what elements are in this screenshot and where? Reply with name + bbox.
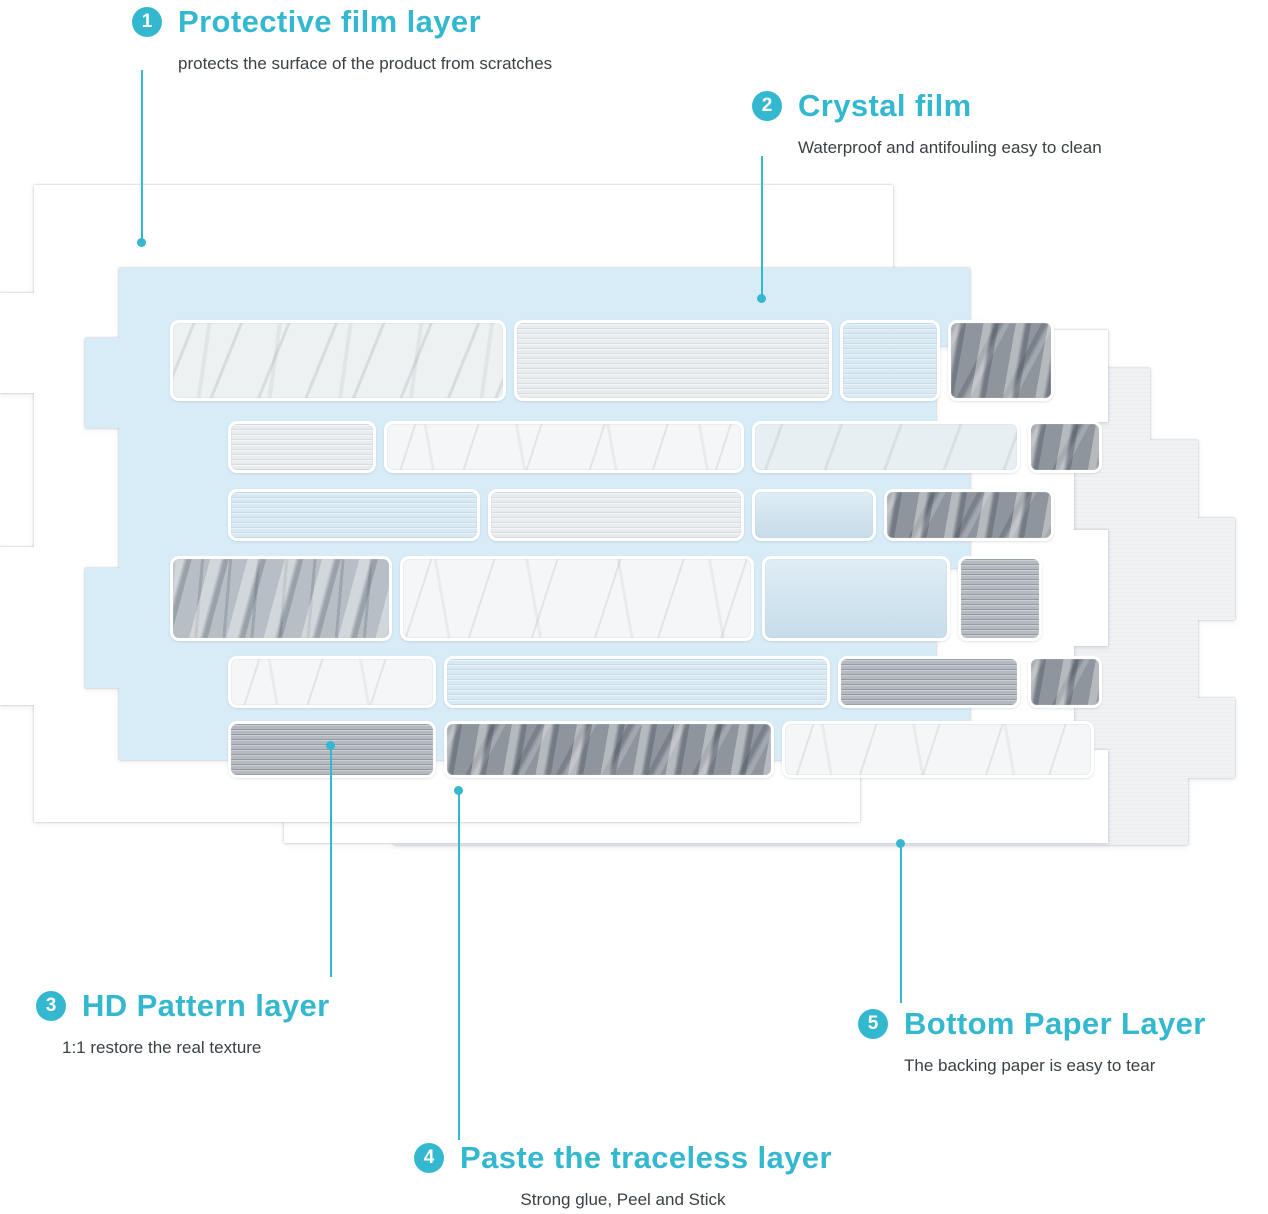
callout-bottom-paper: 5 Bottom Paper Layer The backing paper i…	[858, 1006, 1206, 1076]
pattern-tile	[948, 320, 1054, 401]
connector-dot-crystal	[757, 294, 766, 303]
callout-title: Paste the traceless layer	[460, 1140, 832, 1175]
connector-line-bottom-paper	[900, 843, 902, 1003]
pattern-tile	[400, 556, 754, 641]
callout-hd-pattern: 3 HD Pattern layer 1:1 restore the real …	[36, 988, 330, 1058]
callout-number-badge: 4	[414, 1143, 444, 1173]
callout-title: Bottom Paper Layer	[904, 1006, 1206, 1041]
pattern-tile	[840, 320, 940, 401]
pattern-tile	[170, 556, 392, 641]
pattern-tile	[170, 320, 506, 401]
connector-line-crystal	[761, 156, 763, 298]
connector-dot-paste	[454, 786, 463, 795]
callout-paste-layer: 4 Paste the traceless layer Strong glue,…	[414, 1140, 832, 1210]
pattern-tile	[228, 421, 376, 473]
pattern-tile	[752, 421, 1020, 473]
pattern-tile	[838, 656, 1020, 708]
connector-line-pattern	[330, 745, 332, 977]
callout-subtitle: protects the surface of the product from…	[178, 54, 553, 73]
paste-traceless-sheet	[250, 330, 1108, 843]
callout-subtitle: Waterproof and antifouling easy to clean	[798, 138, 1102, 157]
pattern-tile	[384, 421, 744, 473]
pattern-tile	[228, 489, 480, 541]
pattern-tile	[514, 320, 832, 401]
pattern-tile	[762, 556, 950, 641]
pattern-tile	[958, 556, 1042, 641]
crystal-film-sheet	[85, 268, 970, 760]
pattern-tile	[228, 656, 436, 708]
pattern-tile	[782, 721, 1094, 778]
callout-title: Protective film layer	[178, 4, 482, 39]
connector-line-paste	[458, 790, 460, 1140]
connector-dot-pattern	[326, 741, 335, 750]
pattern-tile	[444, 721, 774, 778]
callout-subtitle: 1:1 restore the real texture	[62, 1038, 262, 1057]
callout-title: HD Pattern layer	[82, 988, 330, 1023]
pattern-tile	[884, 489, 1054, 541]
callout-subtitle: Strong glue, Peel and Stick	[520, 1190, 726, 1209]
callout-number-badge: 1	[132, 7, 162, 37]
bottom-paper-sheet	[360, 368, 1235, 845]
callout-crystal-film: 2 Crystal film Waterproof and antifoulin…	[752, 88, 1102, 158]
callout-protective-film: 1 Protective film layer protects the sur…	[132, 4, 552, 74]
callout-title: Crystal film	[798, 88, 972, 123]
callout-number-badge: 2	[752, 91, 782, 121]
connector-line-protective	[141, 70, 143, 242]
connector-dot-protective	[137, 238, 146, 247]
pattern-tile	[444, 656, 830, 708]
pattern-tile	[1028, 656, 1102, 708]
callout-number-badge: 5	[858, 1009, 888, 1039]
pattern-tile	[488, 489, 744, 541]
pattern-tile	[1028, 421, 1102, 473]
protective-film-sheet	[0, 185, 893, 822]
callout-number-badge: 3	[36, 991, 66, 1021]
connector-dot-bottom-paper	[896, 839, 905, 848]
callout-subtitle: The backing paper is easy to tear	[904, 1056, 1156, 1075]
pattern-tile	[752, 489, 876, 541]
